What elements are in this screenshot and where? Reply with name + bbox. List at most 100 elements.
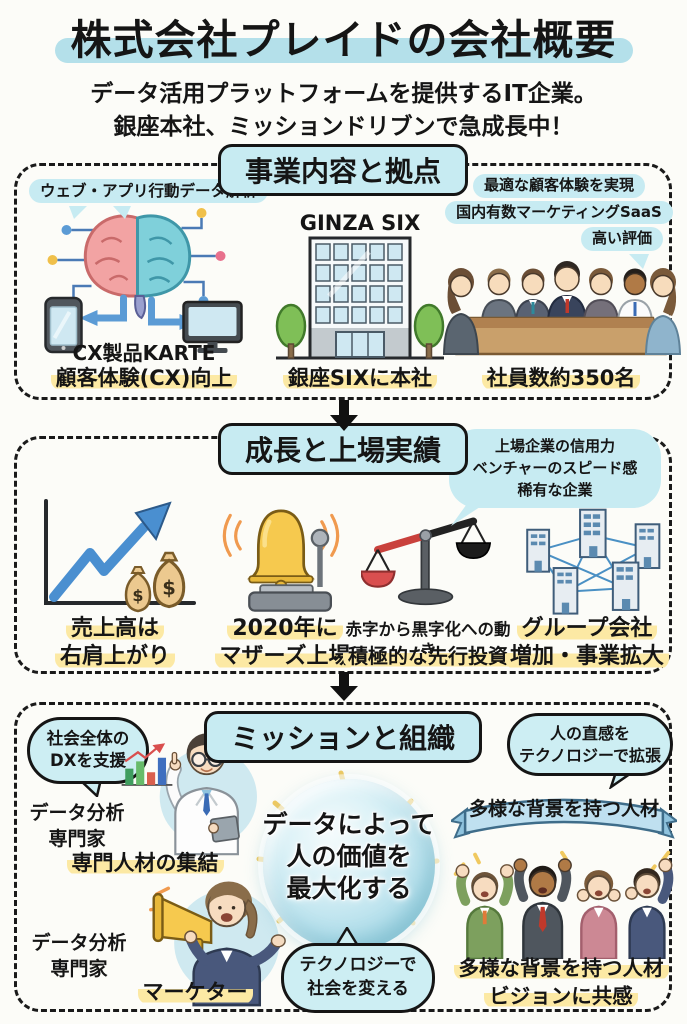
ipo-caption-line2: マザーズ上場 [203,643,367,672]
analyst-label-line1: データ分析 [29,802,125,824]
cheering-team-illustration [453,850,674,959]
section-business: 事業内容と拠点 ウェブ・アプリ行動データ解析 [14,144,681,400]
open-hand [270,934,286,948]
open-mouth [220,913,233,922]
sales-caption-line1: 売上高は [17,615,213,644]
karte-caption-line1: CX製品KARTE [72,341,216,365]
black-pan [455,542,491,560]
arrow-head [134,501,172,542]
group-network-icon [526,508,661,615]
analyst-label: データ分析 専門家 [19,801,135,852]
page-subtitle: データ活用プラットフォームを提供するIT企業。 銀座本社、ミッションドリブンで急… [0,78,687,143]
mission-line2: 人の価値を [286,842,412,871]
analyst-label-2-line1: データ分析 [31,932,127,954]
intuition-bubble-line2: テクノロジーで拡張 [518,745,662,765]
karte-caption-line2: 顧客体験(CX)向上 [21,365,267,392]
analyst-label-2: データ分析 専門家 [23,931,135,982]
building-entrance [335,331,385,358]
saas-bubble-line2: 国内有数マーケティングSaaS [445,200,673,224]
flow-arrows [94,294,183,326]
title-highlight [54,38,633,63]
section-mission-heading: ミッションと組織 [203,711,483,763]
brain-data-illustration [44,208,243,354]
circuit-wires [57,218,216,302]
person-navy [625,858,674,959]
specialist-caption: 専門人材の集結 [45,850,245,877]
money-bag-icon-large: $ [152,551,186,609]
analytics-bubble-tail [69,206,131,219]
red-pan [361,570,396,588]
headquarters-building-icon [275,236,445,360]
analyst-label-2-line2: 専門家 [50,957,108,980]
desk-icon [455,316,667,356]
scales-icon [361,517,491,606]
ipo-bell-icon [222,509,340,612]
sales-caption-line2: 右肩上がり [17,643,213,672]
saas-bubble-tail [629,254,649,269]
down-arrow-icon-2 [330,672,358,701]
employees-caption: 社員数約350名 [441,365,681,392]
down-arrow-icon-1 [330,400,358,431]
credibility-bubble: 上場企業の信用力 ベンチャーのスピード感 稀有な企業 [449,429,661,509]
credibility-bubble-line2: ベンチャーのスピード感 [472,458,638,477]
ponytail [243,898,258,939]
mission-line1: データによって [262,810,436,839]
arrow-left-head [79,310,98,326]
ginza-six-label: GINZA SIX [299,211,421,235]
person-pink [576,870,621,959]
hq-caption: 銀座SIXに本社 [267,365,453,392]
svg-text:$: $ [162,576,176,599]
bell-vibration-lines [222,513,340,557]
dx-bubble-line2: DXを支援 [50,751,126,771]
tech-bubble-line1: テクノロジーで [299,955,417,975]
diverse-caption-line2: ビジョンに共感 [437,983,685,1010]
tree-right-icon [413,303,445,359]
mission-statement: データによって 人の価値を 最大化する [255,809,443,905]
employee-front-left [442,268,480,355]
page-title: 株式会社プレイドの会社概要 [70,16,617,64]
talent-ribbon [451,798,677,839]
saas-bubble: 最適な顧客体験を実現 国内有数マーケティングSaaS 高い評価 [437,174,681,251]
money-bag-icon-small: $ [124,566,152,613]
network-windows [530,514,654,614]
section-business-heading: 事業内容と拠点 [217,144,469,196]
monitor-icon [182,300,243,353]
saas-bubble-line3: 高い評価 [580,227,663,251]
saas-bubble-line1: 最適な顧客体験を実現 [472,174,645,198]
group-caption-line2: 増加・事業拡大 [499,643,675,672]
smartphone-icon [44,296,83,354]
tree-left-icon [275,303,307,359]
dx-bubble-line1: 社会全体の [46,729,130,748]
megaphone-icon [152,892,213,956]
talent-ribbon-text: 多様な背景を持つ人材 [468,798,659,820]
analyst-label-line2: 専門家 [48,827,106,850]
marketer-caption: マーケター [125,979,265,1006]
tech-bubble-line2: 社会を変える [307,978,409,999]
tie [203,793,211,816]
tech-bubble: テクノロジーで 社会を変える [281,943,435,1013]
person-darksuit [513,858,572,959]
group-caption-line1: グループ会社 [499,615,675,644]
diverse-caption-line1: 多様な背景を持つ人材 [437,955,685,982]
mini-bar-chart-icon [121,743,173,786]
brain-icon [83,214,192,320]
ipo-caption-line1: 2020年に [203,615,367,644]
svg-text:$: $ [132,586,143,605]
mission-orb [263,779,435,951]
section-mission: ミッションと組織 社会全体の DXを支援 [14,702,677,1013]
credibility-bubble-line1: 上場企業の信用力 [494,437,615,455]
page-header: 株式会社プレイドの会社概要 [0,6,687,66]
mission-line3: 最大化する [286,874,412,903]
subtitle-line-1: データ活用プラットフォームを提供するIT企業。 [90,81,597,107]
person-green [455,864,514,959]
credibility-bubble-line3: 稀有な企業 [517,480,593,499]
section-growth: 成長と上場実績 上場企業の信用力 ベンチャーのスピード感 稀有な企業 $ $ [14,423,675,674]
employees-illustration [442,261,681,356]
building-windows [315,243,403,324]
subtitle-line-2: 銀座本社、ミッションドリブンで急成長中！ [113,113,574,140]
sales-chart-icon: $ $ [44,499,196,613]
employee-back-row [480,261,654,321]
intuition-bubble-line1: 人の直感を [549,724,630,743]
invest-caption-line2: 積極的な先行投資 [343,643,513,669]
